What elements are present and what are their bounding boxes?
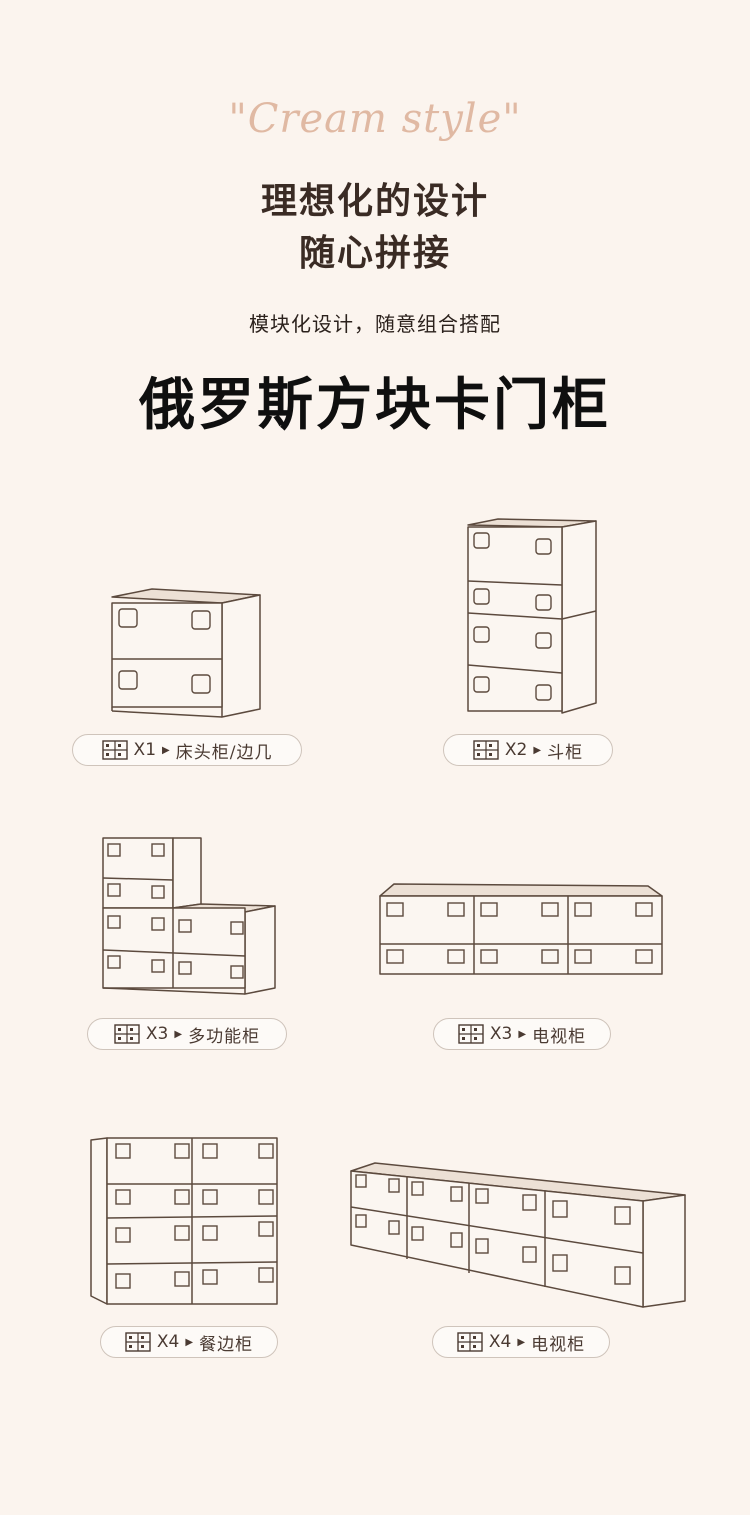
cabinet-x3-multifunction-illustration [95, 832, 285, 1002]
combo-label-x1: X1 ▶ 床头柜/边几 [72, 734, 302, 766]
headline-line-2: 随心拼接 [298, 233, 451, 274]
cabinet-x1-illustration [100, 585, 270, 725]
combo-label-x4-tv: X4 ▶ 电视柜 [432, 1326, 610, 1358]
combo-count: X2 [504, 740, 528, 760]
cabinet-x4-sideboard-illustration [85, 1132, 285, 1312]
cabinet-grid-icon [457, 1332, 483, 1352]
combo-name: 餐边柜 [199, 1334, 254, 1355]
combo-count: X3 [145, 1024, 169, 1044]
play-arrow-icon: ▶ [162, 744, 170, 756]
cabinet-x3-tv-illustration [370, 878, 670, 982]
combo-name: 电视柜 [532, 1026, 587, 1047]
headline-line-1: 理想化的设计 [260, 181, 489, 222]
combo-count: X3 [489, 1024, 513, 1044]
combo-label-x3-multifunction: X3 ▶ 多功能柜 [87, 1018, 287, 1050]
cabinet-grid-icon [101, 740, 128, 760]
play-arrow-icon: ▶ [533, 744, 542, 756]
combo-label-x4-sideboard: X4 ▶ 餐边柜 [100, 1326, 278, 1358]
play-arrow-icon: ▶ [174, 1028, 183, 1040]
cabinet-grid-icon [473, 740, 499, 760]
combo-count: X4 [156, 1332, 180, 1352]
cabinet-x4-tv-illustration [345, 1155, 690, 1315]
script-title: "Cream style" [228, 96, 522, 142]
play-arrow-icon: ▶ [518, 1028, 527, 1040]
play-arrow-icon: ▶ [185, 1336, 194, 1348]
combo-label-x3-tv: X3 ▶ 电视柜 [433, 1018, 611, 1050]
cabinet-grid-icon [114, 1024, 140, 1044]
product-name: 俄罗斯方块卡门柜 [139, 373, 611, 438]
combo-name: 多功能柜 [188, 1026, 261, 1047]
combo-count: X4 [488, 1332, 512, 1352]
combo-name: 电视柜 [531, 1334, 586, 1355]
cabinet-grid-icon [125, 1332, 151, 1352]
cabinet-x2-illustration [460, 515, 610, 725]
subtitle: 模块化设计，随意组合搭配 [249, 312, 501, 336]
cabinet-grid-icon [458, 1024, 484, 1044]
combo-count: X1 [133, 740, 157, 760]
combo-label-x2: X2 ▶ 斗柜 [443, 734, 613, 766]
combo-name: 斗柜 [547, 742, 584, 763]
combo-name: 床头柜/边几 [175, 742, 273, 763]
play-arrow-icon: ▶ [517, 1336, 526, 1348]
